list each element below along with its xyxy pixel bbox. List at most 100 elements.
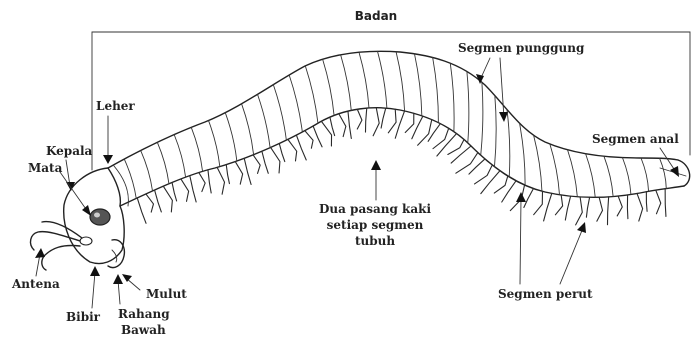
label-antenna: Antena — [11, 277, 60, 291]
body-segment — [225, 113, 237, 161]
label-body: Badan — [355, 9, 397, 23]
body-segment — [141, 150, 153, 191]
leg — [262, 151, 268, 173]
leg — [665, 189, 666, 217]
leg — [534, 191, 543, 214]
leg — [418, 120, 432, 146]
label-head: Kepala — [46, 144, 93, 158]
leg — [155, 190, 162, 212]
body-segment — [258, 94, 271, 147]
leg — [208, 170, 211, 193]
leg — [271, 147, 280, 173]
label-legs-line1: Dua pasang kaki — [319, 202, 431, 216]
body-segment — [341, 55, 352, 111]
leg — [646, 192, 647, 212]
leg — [321, 121, 331, 146]
label-legs-line3: tubuh — [355, 234, 395, 248]
label-anal-segment: Segmen anal — [592, 132, 679, 146]
leg — [494, 176, 508, 193]
body-segment — [323, 59, 334, 115]
leg — [524, 189, 534, 208]
leg — [357, 109, 362, 129]
label-dorsal-segment: Segmen punggung — [458, 41, 585, 55]
leg — [617, 196, 622, 216]
leg — [565, 196, 570, 220]
body-segment — [191, 127, 202, 171]
body-segment — [450, 63, 454, 131]
label-ventral-segment: Segmen perut — [498, 287, 593, 301]
body-segment — [273, 85, 286, 140]
leg — [555, 195, 562, 215]
leg — [502, 181, 516, 202]
body-segment — [242, 104, 254, 155]
leg — [388, 109, 396, 133]
body-segment — [481, 82, 483, 155]
leg — [373, 108, 379, 136]
body-segment — [414, 54, 421, 116]
leg — [481, 171, 500, 194]
leg — [226, 165, 229, 184]
leg — [597, 197, 603, 221]
leg — [544, 193, 552, 221]
body-segment — [494, 96, 496, 167]
label-jaw-line1: Rahang — [118, 307, 170, 321]
label-legs-line2: setiap segmen — [327, 218, 424, 232]
leg — [405, 113, 414, 132]
body-bracket — [92, 32, 690, 170]
body-segment — [157, 142, 169, 184]
body-segments — [124, 51, 666, 198]
body-segment — [520, 123, 526, 185]
leg — [586, 197, 589, 217]
leg — [253, 155, 260, 174]
body-segment — [396, 52, 405, 111]
label-mouth: Mulut — [146, 287, 187, 301]
body-segment — [174, 134, 185, 177]
body-segment — [378, 51, 387, 108]
eye-icon — [90, 209, 110, 225]
body-segment — [433, 57, 439, 122]
pointer-arrows — [35, 58, 679, 308]
leg — [313, 126, 322, 147]
leg — [146, 194, 154, 212]
leg — [339, 114, 346, 137]
leg — [608, 197, 609, 225]
leg — [576, 197, 583, 225]
leg — [199, 173, 205, 192]
body-segment — [305, 66, 318, 123]
body-segment — [209, 121, 220, 167]
leg — [217, 167, 224, 194]
leg — [365, 108, 366, 132]
leg — [381, 108, 386, 128]
label-jaw-line2: Bawah — [121, 323, 166, 337]
body-segment — [622, 158, 630, 195]
leg — [475, 165, 493, 184]
leg — [137, 198, 146, 223]
leg — [451, 146, 471, 163]
body-segment — [604, 156, 613, 196]
leg — [469, 159, 485, 174]
leg — [190, 176, 196, 202]
leg — [348, 111, 351, 138]
leg — [244, 158, 251, 184]
body-segment — [507, 110, 510, 177]
body-segment — [641, 158, 649, 191]
leg — [448, 139, 464, 154]
millipede-head — [64, 166, 129, 268]
leg — [181, 179, 189, 201]
leg — [235, 162, 242, 185]
leg — [288, 139, 297, 161]
leg — [656, 190, 661, 214]
body-segment — [568, 150, 578, 197]
body-segment — [124, 159, 136, 198]
body-segment — [534, 135, 542, 191]
body-segment — [359, 52, 369, 108]
body-segment — [289, 75, 302, 132]
leg — [172, 182, 177, 201]
body-segment — [586, 154, 596, 198]
body-segment — [467, 71, 469, 142]
leg — [163, 186, 172, 212]
leg — [395, 111, 404, 138]
label-lip: Bibir — [66, 310, 101, 324]
leg — [305, 131, 313, 149]
